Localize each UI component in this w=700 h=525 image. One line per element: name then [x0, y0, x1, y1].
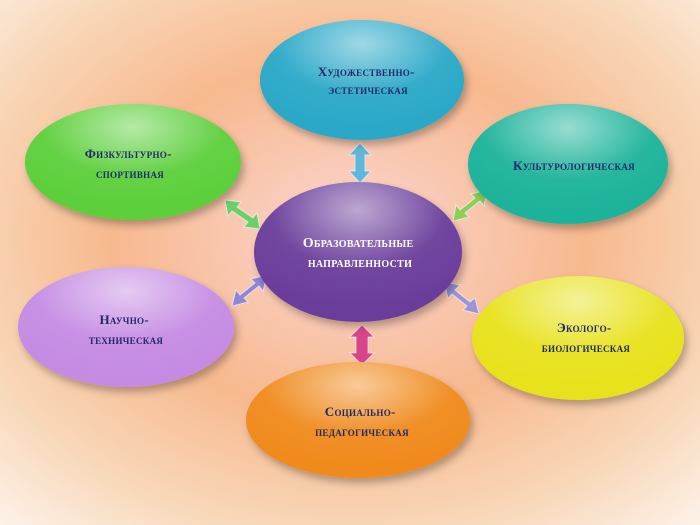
node-culture-label-line-1: Культурологическая: [513, 158, 635, 173]
node-art-gloss: [260, 20, 464, 140]
node-social-label-line-2: педагогическая: [315, 424, 409, 439]
node-sport: Физкультурно- спортивная: [25, 104, 241, 220]
node-eco: Эколого- биологическая: [472, 276, 684, 400]
center-node: Образовательные направленности: [254, 182, 462, 322]
node-science-label-line-2: техническая: [89, 332, 164, 347]
node-art-label-line-1: Художественно-: [318, 64, 415, 79]
node-science: Научно- техническая: [18, 267, 234, 387]
node-art-label: Художественно- эстетическая: [318, 64, 419, 97]
node-art-label-line-2: эстетическая: [328, 82, 408, 97]
node-social-label: Социально- педагогическая: [315, 404, 409, 439]
node-sport-label: Физкультурно- спортивная: [85, 146, 176, 181]
node-sport-label-line-1: Физкультурно-: [85, 146, 172, 161]
node-culture-gloss: [468, 104, 668, 224]
node-culture: Культурологическая: [468, 104, 668, 224]
node-sport-gloss: [25, 104, 241, 220]
node-eco-label-line-2: биологическая: [542, 340, 631, 355]
center-node-label-line-2: направленности: [308, 256, 412, 271]
node-social: Социально- педагогическая: [246, 362, 470, 478]
node-eco-label: Эколого- биологическая: [542, 320, 631, 355]
center-node-label: Образовательные направленности: [303, 236, 418, 271]
node-science-gloss: [18, 267, 234, 387]
node-culture-label: Культурологическая: [513, 158, 635, 173]
arrow-culture-shape: [452, 189, 488, 222]
node-social-label-line-1: Социально-: [325, 404, 396, 419]
center-node-gloss: [254, 182, 462, 322]
node-social-gloss: [246, 362, 470, 478]
center-node-label-line-1: Образовательные: [303, 236, 414, 251]
node-science-label-line-1: Научно-: [99, 312, 148, 327]
node-science-label: Научно- техническая: [89, 312, 164, 347]
node-art: Художественно- эстетическая: [260, 20, 464, 140]
node-sport-label-line-2: спортивная: [96, 166, 164, 181]
node-eco-label-line-1: Эколого-: [557, 320, 612, 335]
node-eco-gloss: [472, 276, 684, 400]
